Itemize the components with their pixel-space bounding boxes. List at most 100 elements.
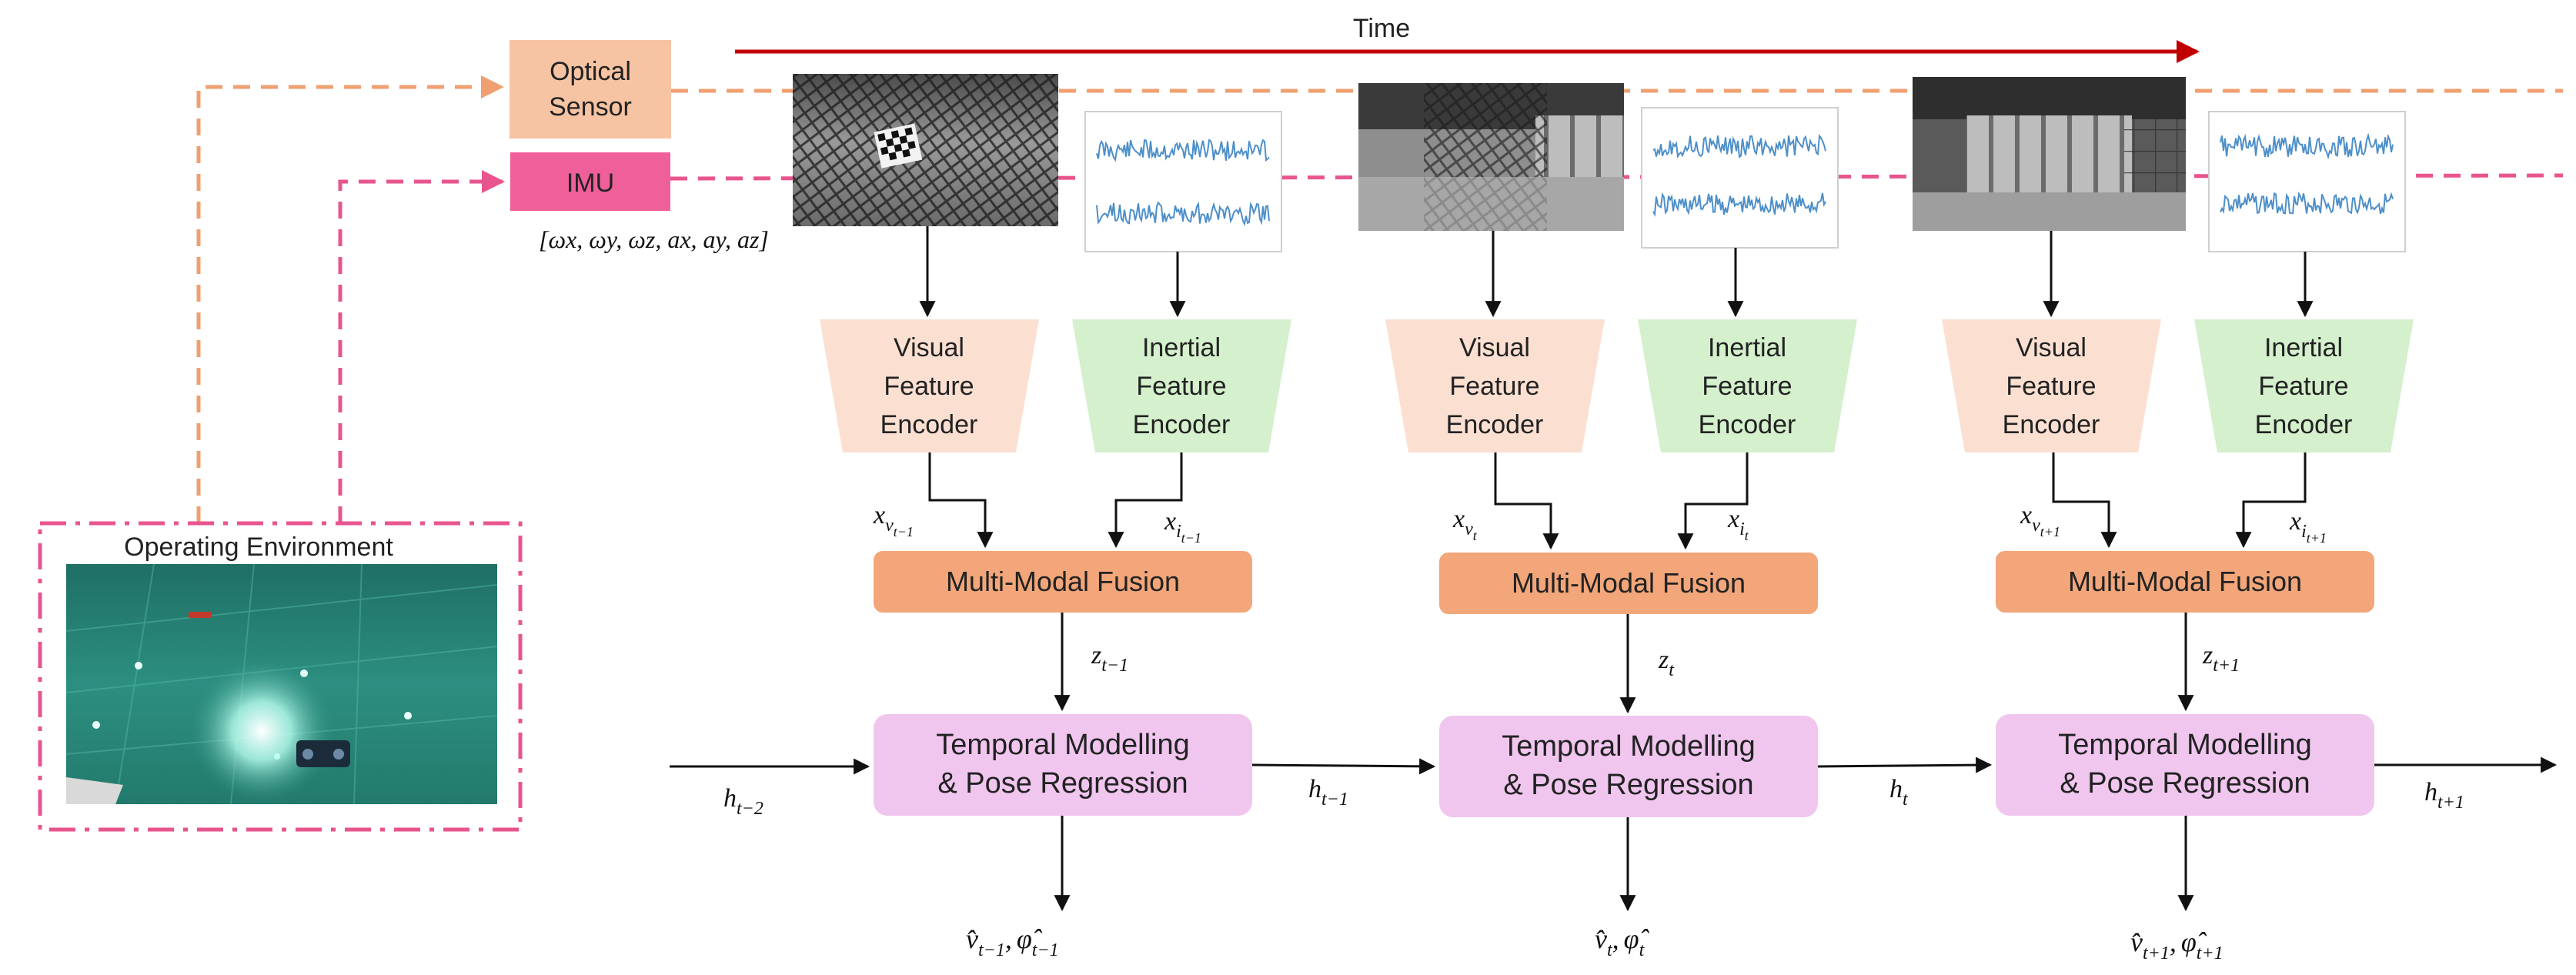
imu-vector-label: [ωx, ωy, ωz, ax, ay, az] (539, 225, 769, 253)
camera-frame-net (2124, 77, 2186, 200)
step2-imu-plot (1641, 107, 1839, 249)
fusion-label: Multi-Modal Fusion (1512, 567, 1746, 599)
visual-encoder-label-2: Feature (884, 372, 974, 401)
inertial-encoder-label-1: Inertial (1142, 333, 1221, 362)
visual-encoder-label-1: Visual (1459, 333, 1530, 362)
imu-feed-line (338, 170, 505, 523)
hidden-state-out-label: ht+1 (2424, 778, 2464, 813)
pool-light (92, 721, 100, 729)
temporal-label-1: Temporal Modelling (1502, 730, 1756, 763)
step1-imu-plot (1084, 111, 1282, 252)
visual-encoder-label-1: Visual (894, 333, 964, 362)
step1-camera-frame (793, 74, 1058, 226)
optical-sensor-rect (510, 40, 671, 139)
hidden-state-in-label: ht−1 (1308, 775, 1348, 810)
inertial-encoder-label-2: Feature (2258, 372, 2348, 401)
vehicle-light-glow (189, 658, 335, 804)
inertial-feature-encoder (1072, 319, 1291, 452)
imu-plot-bg (2208, 111, 2406, 252)
visual-feature-symbol: xvt+1 (2020, 501, 2060, 539)
imu-label: IMU (566, 169, 614, 198)
imu-plot-bg (1084, 111, 1282, 252)
underwater-photo (65, 563, 498, 805)
underwater-vehicle (296, 740, 350, 767)
operating-environment: Operating Environment (38, 521, 523, 832)
temporal-label-1: Temporal Modelling (2058, 729, 2312, 761)
visual-encoder-label-3: Encoder (880, 410, 978, 439)
visual-feature-symbol: xvt−1 (873, 501, 914, 539)
fusion-label: Multi-Modal Fusion (2068, 566, 2302, 597)
pool-light (135, 662, 142, 669)
visual-encoder-label-3: Encoder (1446, 410, 1544, 439)
inertial-feature-symbol: xit+1 (2289, 507, 2327, 546)
pose-output-label: v̂t−1,φ̂t−1 (966, 923, 1059, 960)
visual-to-fusion-arrow (928, 452, 994, 549)
pool-edge (66, 777, 123, 804)
visual-encoder-label-1: Visual (2016, 333, 2087, 362)
hidden-state-in-arrow (1251, 758, 1436, 775)
imu-signal-trace (1652, 133, 1826, 159)
vehicle-thruster (302, 749, 313, 760)
environment-title: Operating Environment (124, 533, 393, 562)
fused-feature-symbol: zt+1 (2202, 641, 2240, 676)
visual-to-fusion-arrow (2052, 452, 2117, 549)
visual-to-fusion-arrow (1494, 452, 1559, 550)
multi-modal-fusion-box (1439, 553, 1818, 614)
hidden-state-in-arrow (1817, 756, 1993, 773)
vehicle-thruster (333, 749, 344, 760)
inertial-encoder-label-1: Inertial (1708, 333, 1786, 362)
optical-sensor-label-2: Sensor (549, 92, 632, 122)
pose-output-label: v̂t,φ̂t (1595, 923, 1650, 960)
timestep-3: Visual Feature Encoder Inertial Feature … (1817, 231, 2558, 963)
visual-feature-encoder (820, 319, 1039, 452)
inertial-feature-encoder (1638, 319, 1857, 452)
visual-feature-encoder (1385, 319, 1605, 452)
inertial-encoder-label-2: Feature (1136, 372, 1226, 401)
camera-frame-wall (1966, 115, 2132, 192)
camera-frame-net (793, 74, 1058, 226)
inertial-to-fusion-arrow (2235, 452, 2307, 549)
inertial-to-fusion-arrow (1677, 452, 1749, 550)
multi-modal-fusion-box (1996, 551, 2374, 613)
inertial-encoder-label-2: Feature (1702, 372, 1792, 401)
visual-encoder-label-2: Feature (1449, 372, 1539, 401)
imu-rect (510, 152, 670, 211)
step3-imu-plot (2208, 111, 2406, 252)
hidden-state-in-label: ht−2 (723, 784, 763, 819)
inertial-feature-symbol: xit−1 (1164, 507, 1201, 546)
inertial-feature-encoder (2194, 319, 2414, 452)
optical-sensor-box: Optical Sensor (510, 40, 671, 139)
visual-feature-encoder (1942, 319, 2161, 452)
multi-modal-fusion-box (874, 551, 1252, 613)
imu-signal-trace (1096, 201, 1270, 226)
temporal-label-2: & Pose Regression (1503, 769, 1753, 801)
step2-camera-frame (1358, 83, 1624, 231)
visual-encoder-label-2: Feature (2006, 372, 2096, 401)
time-axis: Time (735, 14, 2200, 63)
inertial-feature-symbol: xit (1727, 505, 1749, 543)
fused-feature-symbol: zt−1 (1091, 641, 1128, 676)
temporal-modelling-box (874, 714, 1252, 816)
optical-sensor-label-1: Optical (550, 57, 631, 86)
time-label: Time (1353, 14, 1410, 43)
inertial-encoder-label-3: Encoder (1699, 410, 1796, 439)
temporal-label-1: Temporal Modelling (936, 729, 1190, 761)
visual-encoder-label-3: Encoder (2003, 410, 2100, 439)
inertial-encoder-label-1: Inertial (2264, 333, 2343, 362)
imu-box: IMU (510, 152, 670, 211)
imu-signal-trace (2220, 132, 2394, 160)
camera-frame-floor (1358, 177, 1624, 231)
temporal-modelling-box (1996, 714, 2374, 816)
imu-signal-trace (1096, 139, 1270, 162)
fusion-label: Multi-Modal Fusion (946, 566, 1180, 597)
hidden-state-in-label: ht (1889, 775, 1909, 810)
inertial-encoder-label-3: Encoder (2255, 410, 2353, 439)
checkerboard-target (874, 123, 923, 169)
imu-signal-trace (2220, 191, 2394, 215)
pose-output-label: v̂t+1,φ̂t+1 (2130, 927, 2224, 963)
optical-feed-line (196, 75, 504, 523)
step3-camera-frame (1913, 77, 2186, 231)
inertial-to-fusion-arrow (1108, 452, 1183, 549)
